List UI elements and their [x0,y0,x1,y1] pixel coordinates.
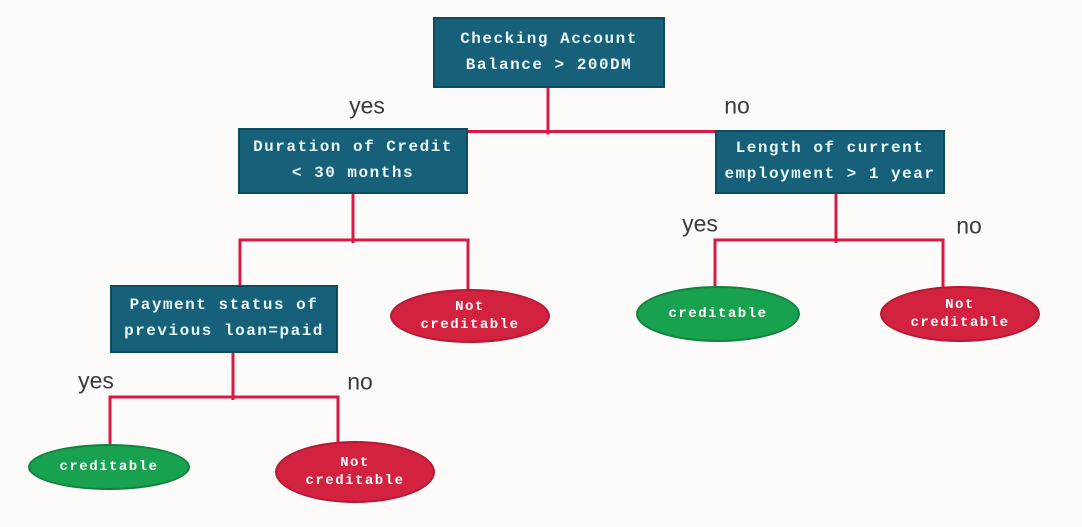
edge-label-root-yes: yes [349,92,385,119]
edge-root-branch [466,86,717,135]
decision-node-duration-of-credit: Duration of Credit < 30 months [238,128,468,194]
leaf-not-creditable-duration-no: Not creditable [390,289,550,343]
leaf-creditable-employment-yes: creditable [636,286,800,342]
decision-node-length-of-employment: Length of current employment > 1 year [715,130,945,194]
edge-payment-branch [108,351,340,448]
edge-label-root-no: no [724,92,750,119]
leaf-not-creditable-payment-no: Not creditable [275,441,435,503]
leaf-creditable-payment-yes: creditable [28,444,190,490]
edge-label-payment-yes: yes [78,367,114,394]
edge-label-payment-no: no [347,368,373,395]
edge-label-employment-yes: yes [682,210,718,237]
edge-employment-branch [713,192,945,290]
decision-node-payment-status: Payment status of previous loan=paid [110,285,338,353]
leaf-not-creditable-employment-no: Not creditable [880,286,1040,342]
decision-node-checking-account-balance: Checking Account Balance > 200DM [433,17,665,88]
edge-label-employment-no: no [956,212,982,239]
edge-duration-branch [238,192,470,293]
